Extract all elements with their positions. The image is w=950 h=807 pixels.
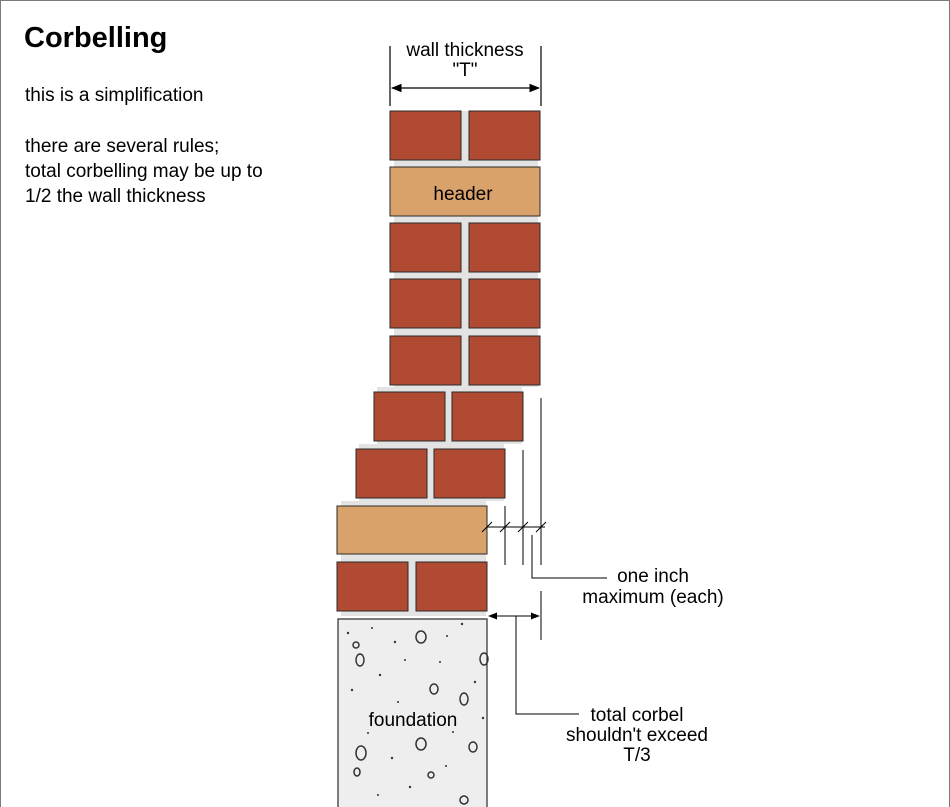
brick	[468, 222, 541, 273]
one-inch-maximum-label: maximum (each)	[582, 587, 723, 608]
brick	[415, 561, 488, 612]
note-simplification: this is a simplification	[25, 85, 204, 106]
brick	[355, 448, 428, 499]
header-brick	[389, 166, 541, 217]
brick	[468, 335, 541, 386]
foundation	[337, 618, 489, 807]
brick	[389, 278, 462, 329]
thickness-symbol-label: "T"	[452, 60, 477, 81]
corbel-offset-ticks	[481, 398, 607, 579]
brick	[468, 110, 541, 161]
note-rules: there are several rules;	[25, 136, 220, 157]
note-half-thickness: 1/2 the wall thickness	[25, 186, 206, 207]
brick	[389, 222, 462, 273]
brick	[389, 110, 462, 161]
total-corbel-label: total corbel	[591, 705, 684, 726]
brick	[389, 335, 462, 386]
brick	[451, 391, 524, 442]
header-label: header	[433, 184, 493, 205]
brick	[373, 391, 446, 442]
foundation-label: foundation	[369, 710, 458, 731]
total-corbel-dimension	[488, 591, 579, 715]
brick	[468, 278, 541, 329]
diagram-title: Corbelling	[24, 22, 168, 54]
brick	[433, 448, 506, 499]
header-brick	[336, 505, 488, 555]
total-corbel-exceed-label: shouldn't exceed	[566, 725, 708, 746]
wall-thickness-dimension	[389, 46, 542, 106]
wall-thickness-label: wall thickness	[405, 40, 523, 61]
brick	[336, 561, 409, 612]
note-total-corbelling: total corbelling may be up to	[25, 161, 263, 182]
one-inch-label: one inch	[617, 566, 689, 587]
total-corbel-limit-label: T/3	[623, 745, 650, 766]
